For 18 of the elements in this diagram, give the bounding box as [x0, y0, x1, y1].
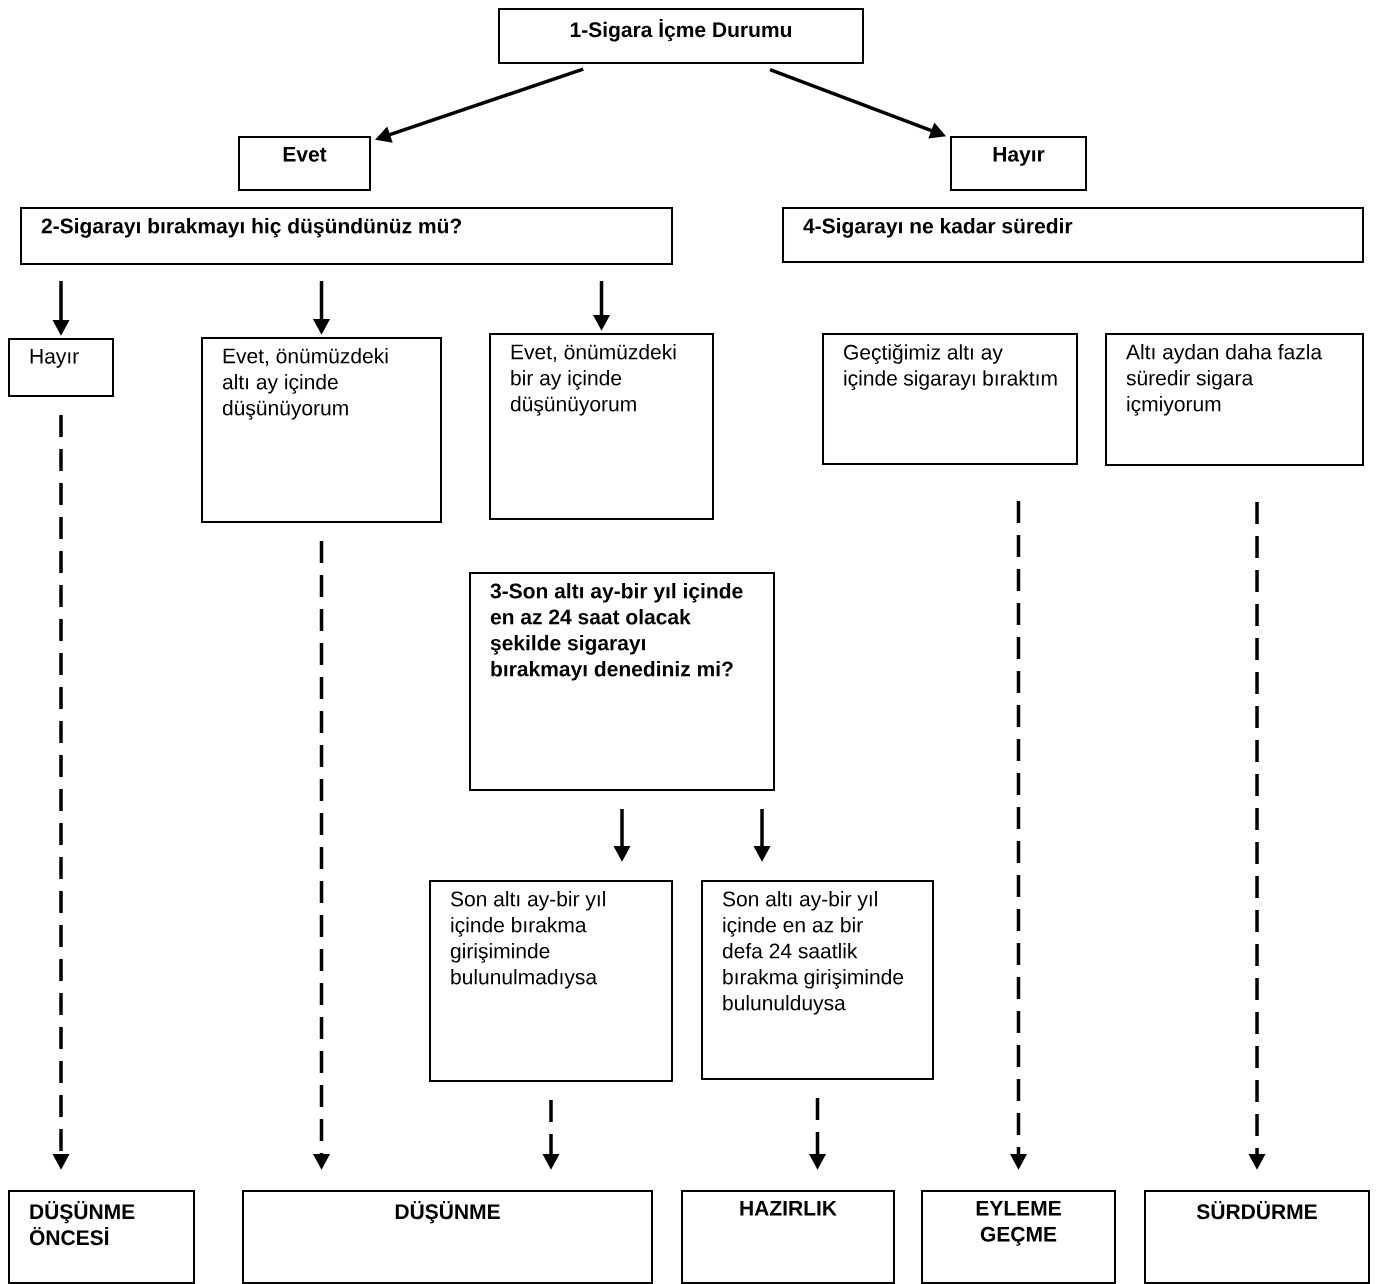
question-box: 2-Sigarayı bırakmayı hiç düşündünüz mü? [20, 207, 673, 265]
answer-box: Hayır [8, 338, 114, 397]
answer-box: Evet, önümüzdeki bir ay içinde düşünüyorum [489, 333, 714, 520]
answer-box: Son altı ay-bir yıl içinde bırakma girişiminde bulunulmadıysa [429, 880, 673, 1082]
answer-box: Evet [238, 136, 371, 191]
question-box: 3-Son altı ay-bir yıl içinde en az 24 saat olacak şekilde sigarayı bırakmayı denediniz mi? [469, 572, 775, 791]
question-box: 4-Sigarayı ne kadar süredir [782, 207, 1364, 263]
stage-box: EYLEME GEÇME [921, 1190, 1116, 1284]
stage-box: HAZIRLIK [681, 1190, 895, 1284]
answer-box: Geçtiğimiz altı ay içinde sigarayı bıraktım [822, 333, 1078, 465]
answer-box: Altı aydan daha fazla süredir sigara içmiyorum [1105, 333, 1364, 466]
stage-box: DÜŞÜNME [242, 1190, 653, 1284]
stage-box: SÜRDÜRME [1144, 1190, 1370, 1284]
answer-box: Evet, önümüzdeki altı ay içinde düşünüyorum [201, 337, 442, 523]
answer-box: Son altı ay-bir yıl içinde en az bir defa 24 saatlik bırakma girişiminde bulunulduysa [701, 880, 934, 1080]
question-box: 1-Sigara İçme Durumu [498, 8, 864, 64]
stage-box: DÜŞÜNME ÖNCESİ [8, 1190, 195, 1284]
answer-box: Hayır [950, 136, 1087, 191]
